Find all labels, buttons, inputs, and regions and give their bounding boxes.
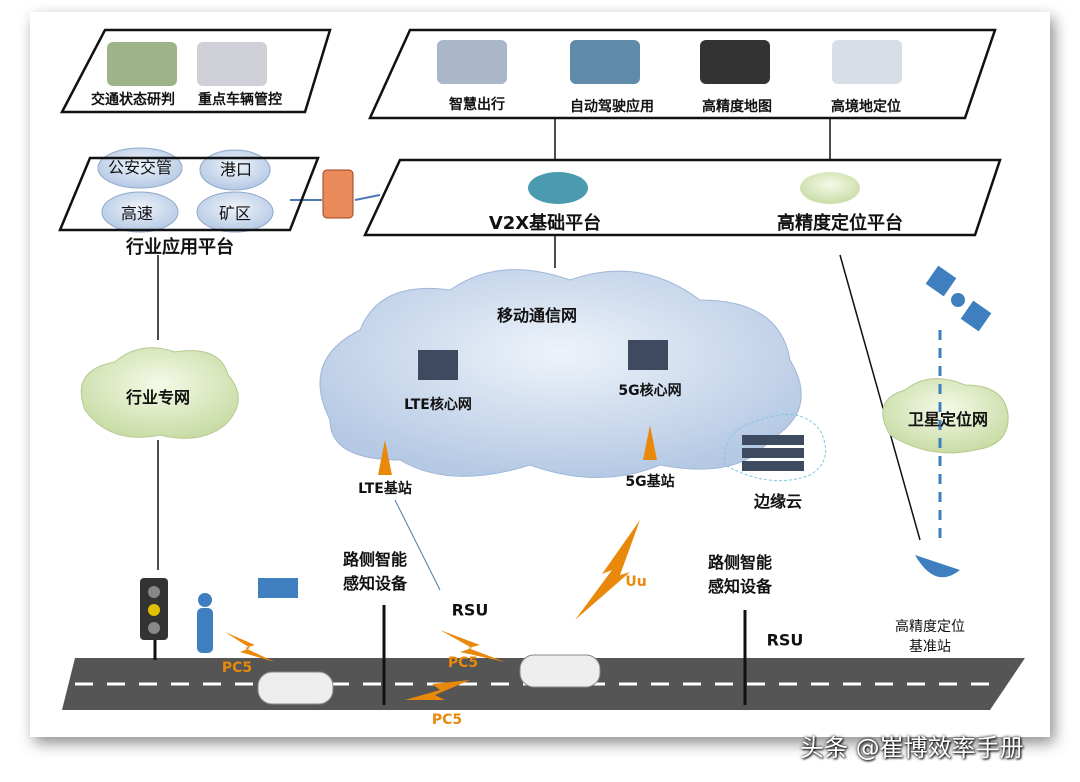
pc5-label-3: PC5 bbox=[431, 712, 463, 728]
satellite-icon bbox=[925, 265, 992, 332]
rsu-label-1: RSU bbox=[451, 600, 489, 620]
lte-bs-label: LTE基站 bbox=[358, 481, 412, 497]
tower-icons bbox=[378, 425, 657, 475]
app-autonomous: 自动驾驶应用 bbox=[570, 99, 654, 115]
app-hd-map: 高精度地图 bbox=[702, 99, 772, 115]
edge-cloud bbox=[723, 413, 827, 482]
watermark: 头条 @崔博效率手册 bbox=[800, 734, 1024, 762]
dish-icon bbox=[915, 555, 960, 578]
uu-label: Uu bbox=[625, 574, 647, 590]
rsu-label-2: RSU bbox=[766, 630, 804, 650]
platform-plane bbox=[363, 158, 1002, 237]
satellite-network-label: 卫星定位网 bbox=[907, 410, 989, 429]
industry-plane bbox=[58, 156, 320, 232]
lte-core-label: LTE核心网 bbox=[404, 397, 472, 413]
industry-platform-label: 行业应用平台 bbox=[126, 237, 234, 258]
road-sign-icon bbox=[258, 578, 298, 598]
5g-bs-label: 5G基站 bbox=[625, 474, 675, 490]
industry-network-label: 行业专网 bbox=[125, 388, 191, 407]
edge-cloud-label: 边缘云 bbox=[753, 492, 803, 511]
cloud-port: 港口 bbox=[219, 160, 253, 179]
cloud-mine: 矿区 bbox=[218, 204, 252, 223]
firewall-icon bbox=[322, 169, 354, 219]
pc5-label-1: PC5 bbox=[221, 660, 253, 676]
car-icons bbox=[257, 654, 601, 705]
positioning-platform-label: 高精度定位平台 bbox=[777, 213, 903, 234]
roadside-sensor-2: 路侧智能 感知设备 bbox=[707, 553, 773, 596]
cloud-highway: 高速 bbox=[120, 204, 154, 223]
reference-station-label: 高精度定位 基准站 bbox=[895, 619, 965, 655]
satellite-network-cloud bbox=[882, 378, 1009, 454]
app-traffic-state: 交通状态研判 bbox=[91, 92, 175, 108]
server-icons bbox=[418, 340, 804, 471]
mobile-network-label: 移动通信网 bbox=[496, 306, 578, 325]
mobile-network-cloud bbox=[319, 269, 802, 478]
signal-bolts bbox=[225, 520, 640, 700]
app-smart-travel: 智慧出行 bbox=[449, 97, 505, 113]
person-icon bbox=[197, 593, 213, 653]
industry-network-cloud bbox=[80, 347, 239, 439]
5g-core-label: 5G核心网 bbox=[618, 383, 682, 399]
roadside-sensor-1: 路侧智能 感知设备 bbox=[342, 550, 408, 593]
app-positioning: 高境地定位 bbox=[831, 99, 901, 115]
cloud-police: 公安交管 bbox=[107, 158, 173, 177]
app-vehicle-control: 重点车辆管控 bbox=[198, 92, 282, 108]
pc5-label-2: PC5 bbox=[447, 655, 479, 671]
v2x-platform-label: V2X基础平台 bbox=[488, 213, 602, 234]
